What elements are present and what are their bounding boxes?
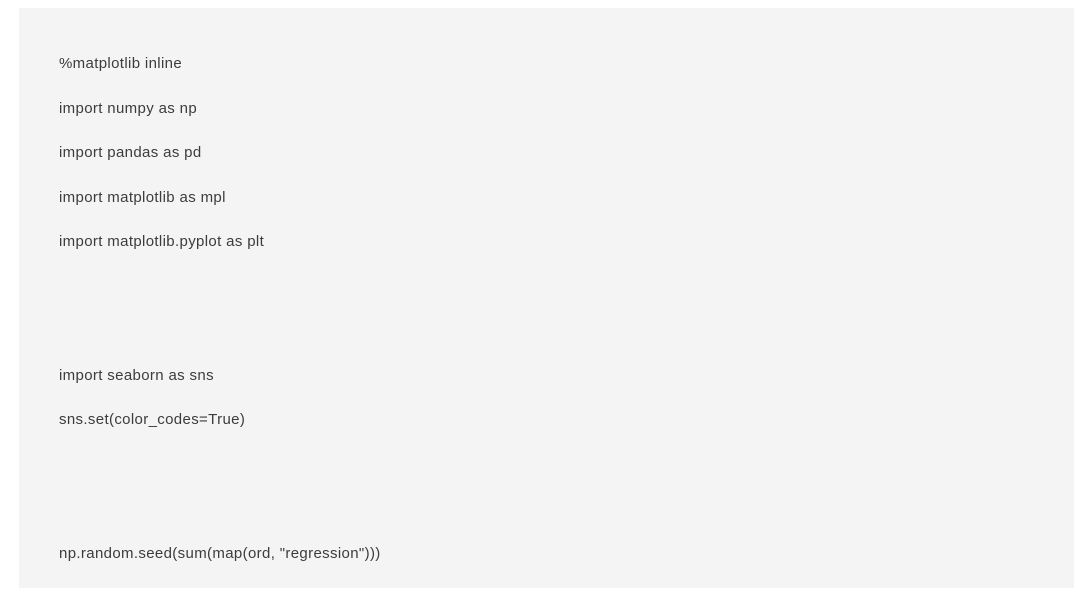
code-line-blank (59, 443, 1074, 488)
code-line-blank (59, 309, 1074, 354)
code-line: np.random.seed(sum(map(ord, "regression"… (59, 544, 381, 562)
code-line-blank (59, 487, 1074, 532)
code-cell-panel: %matplotlib inline import numpy as np impo… (19, 8, 1074, 588)
code-line: import seaborn as sns (59, 366, 214, 384)
code-line: sns.set(color_codes=True) (59, 411, 246, 428)
code-block[interactable]: %matplotlib inline import numpy as np impo… (59, 42, 1074, 588)
code-line-blank (59, 576, 1074, 588)
code-line: import matplotlib.pyplot as plt (59, 233, 265, 250)
code-line: import numpy as np (59, 99, 198, 117)
code-line: import pandas as pd (59, 144, 202, 161)
code-line: %matplotlib inline (59, 55, 183, 72)
code-line: import matplotlib as mpl (59, 188, 226, 206)
code-line-blank (59, 265, 1074, 310)
